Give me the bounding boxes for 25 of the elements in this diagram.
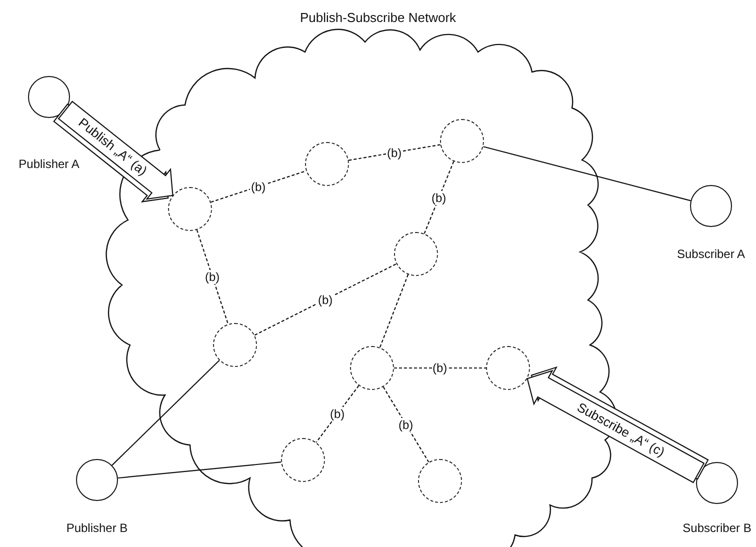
dashed-link bbox=[424, 161, 454, 234]
node-label: Subscriber B bbox=[682, 521, 752, 535]
node-label: Publisher A bbox=[18, 157, 80, 171]
node-label: Subscriber A bbox=[676, 247, 746, 261]
diagram-title: Publish-Subscribe Network bbox=[300, 10, 456, 25]
node-label: Publisher B bbox=[66, 521, 128, 535]
block-arrow bbox=[526, 366, 709, 484]
edge-label: (b) bbox=[432, 361, 448, 375]
dashed-link bbox=[394, 367, 486, 369]
dashed-link bbox=[382, 386, 430, 462]
dashed-link bbox=[379, 274, 409, 348]
link-line bbox=[112, 360, 220, 466]
dashed-link bbox=[196, 230, 229, 324]
link-line bbox=[483, 146, 691, 202]
dashed-link bbox=[254, 263, 397, 336]
edge-label: (b) bbox=[386, 146, 403, 160]
dashed-link bbox=[316, 385, 360, 443]
block-arrow bbox=[53, 100, 174, 202]
edge-label: (b) bbox=[329, 407, 346, 421]
edge-label: (b) bbox=[204, 270, 221, 284]
dashed-link bbox=[210, 170, 306, 203]
edge-label: (b) bbox=[317, 292, 334, 306]
dashed-link bbox=[348, 144, 440, 161]
edge-label: (b) bbox=[250, 180, 267, 194]
link-line bbox=[118, 462, 282, 479]
